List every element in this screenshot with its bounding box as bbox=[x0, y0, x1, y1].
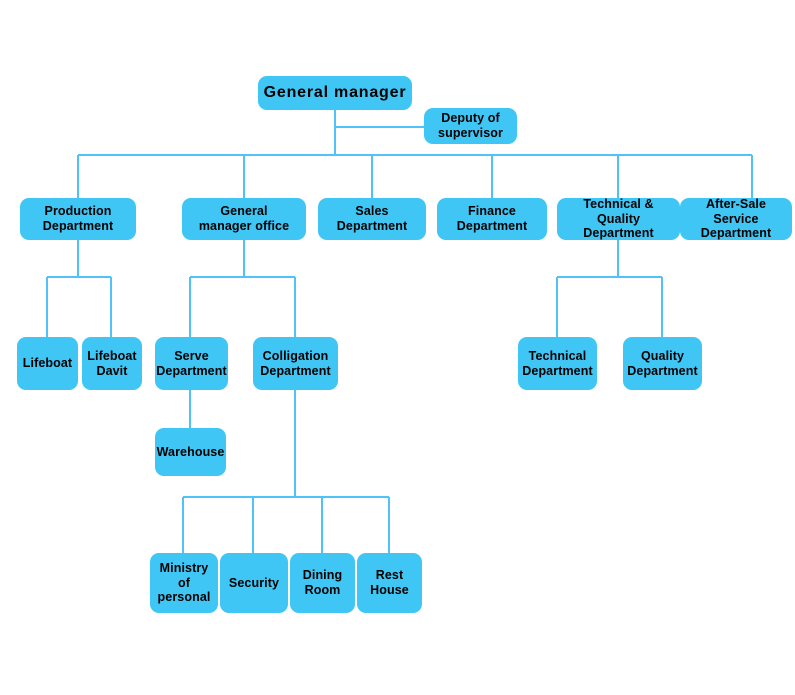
node-colligation-department[interactable]: Colligation Department bbox=[253, 337, 338, 390]
node-label: Production Department bbox=[42, 204, 114, 233]
node-after-sale-service-department[interactable]: After-Sale Service Department bbox=[680, 196, 792, 241]
node-serve-department[interactable]: Serve Department bbox=[155, 337, 228, 390]
node-dining-room[interactable]: Dining Room bbox=[290, 553, 355, 613]
node-label: Security bbox=[228, 575, 280, 590]
node-technical-department[interactable]: Technical Department bbox=[518, 337, 597, 390]
node-lifeboat[interactable]: Lifeboat bbox=[17, 337, 78, 390]
node-label: After-Sale Service Department bbox=[700, 196, 772, 241]
node-label: Sales Department bbox=[336, 204, 408, 233]
node-label: General manager office bbox=[198, 204, 290, 233]
node-general-manager-office[interactable]: General manager office bbox=[182, 198, 306, 240]
node-label: Lifeboat bbox=[22, 356, 73, 371]
node-label: Finance Department bbox=[456, 204, 528, 233]
node-label: Technical Department bbox=[522, 348, 593, 378]
node-sales-department[interactable]: Sales Department bbox=[318, 198, 426, 240]
node-deputy-of-supervisor[interactable]: Deputy of supervisor bbox=[424, 108, 517, 144]
node-general-manager[interactable]: General manager bbox=[258, 76, 412, 110]
node-ministry-of-personal[interactable]: Ministry of personal bbox=[150, 553, 218, 613]
node-label: Deputy of supervisor bbox=[438, 111, 503, 140]
node-security[interactable]: Security bbox=[220, 553, 288, 613]
node-label: Quality Department bbox=[627, 348, 698, 378]
node-production-department[interactable]: Production Department bbox=[20, 198, 136, 240]
node-lifeboat-davit[interactable]: Lifeboat Davit bbox=[82, 337, 142, 390]
node-label: Dining Room bbox=[302, 568, 343, 597]
node-label: Lifeboat Davit bbox=[87, 348, 137, 378]
node-label: General manager bbox=[263, 83, 407, 101]
node-quality-department[interactable]: Quality Department bbox=[623, 337, 702, 390]
node-label: Serve Department bbox=[156, 348, 227, 378]
node-label: Colligation Department bbox=[260, 348, 331, 378]
node-label: Ministry of personal bbox=[157, 560, 211, 605]
node-rest-house[interactable]: Rest House bbox=[357, 553, 422, 613]
node-warehouse[interactable]: Warehouse bbox=[155, 428, 226, 476]
node-label: Rest House bbox=[370, 568, 409, 597]
node-label: Warehouse bbox=[156, 444, 225, 459]
node-technical-quality-department[interactable]: Technical & Quality Department bbox=[557, 196, 680, 241]
node-finance-department[interactable]: Finance Department bbox=[437, 198, 547, 240]
node-label: Technical & Quality Department bbox=[583, 196, 654, 241]
